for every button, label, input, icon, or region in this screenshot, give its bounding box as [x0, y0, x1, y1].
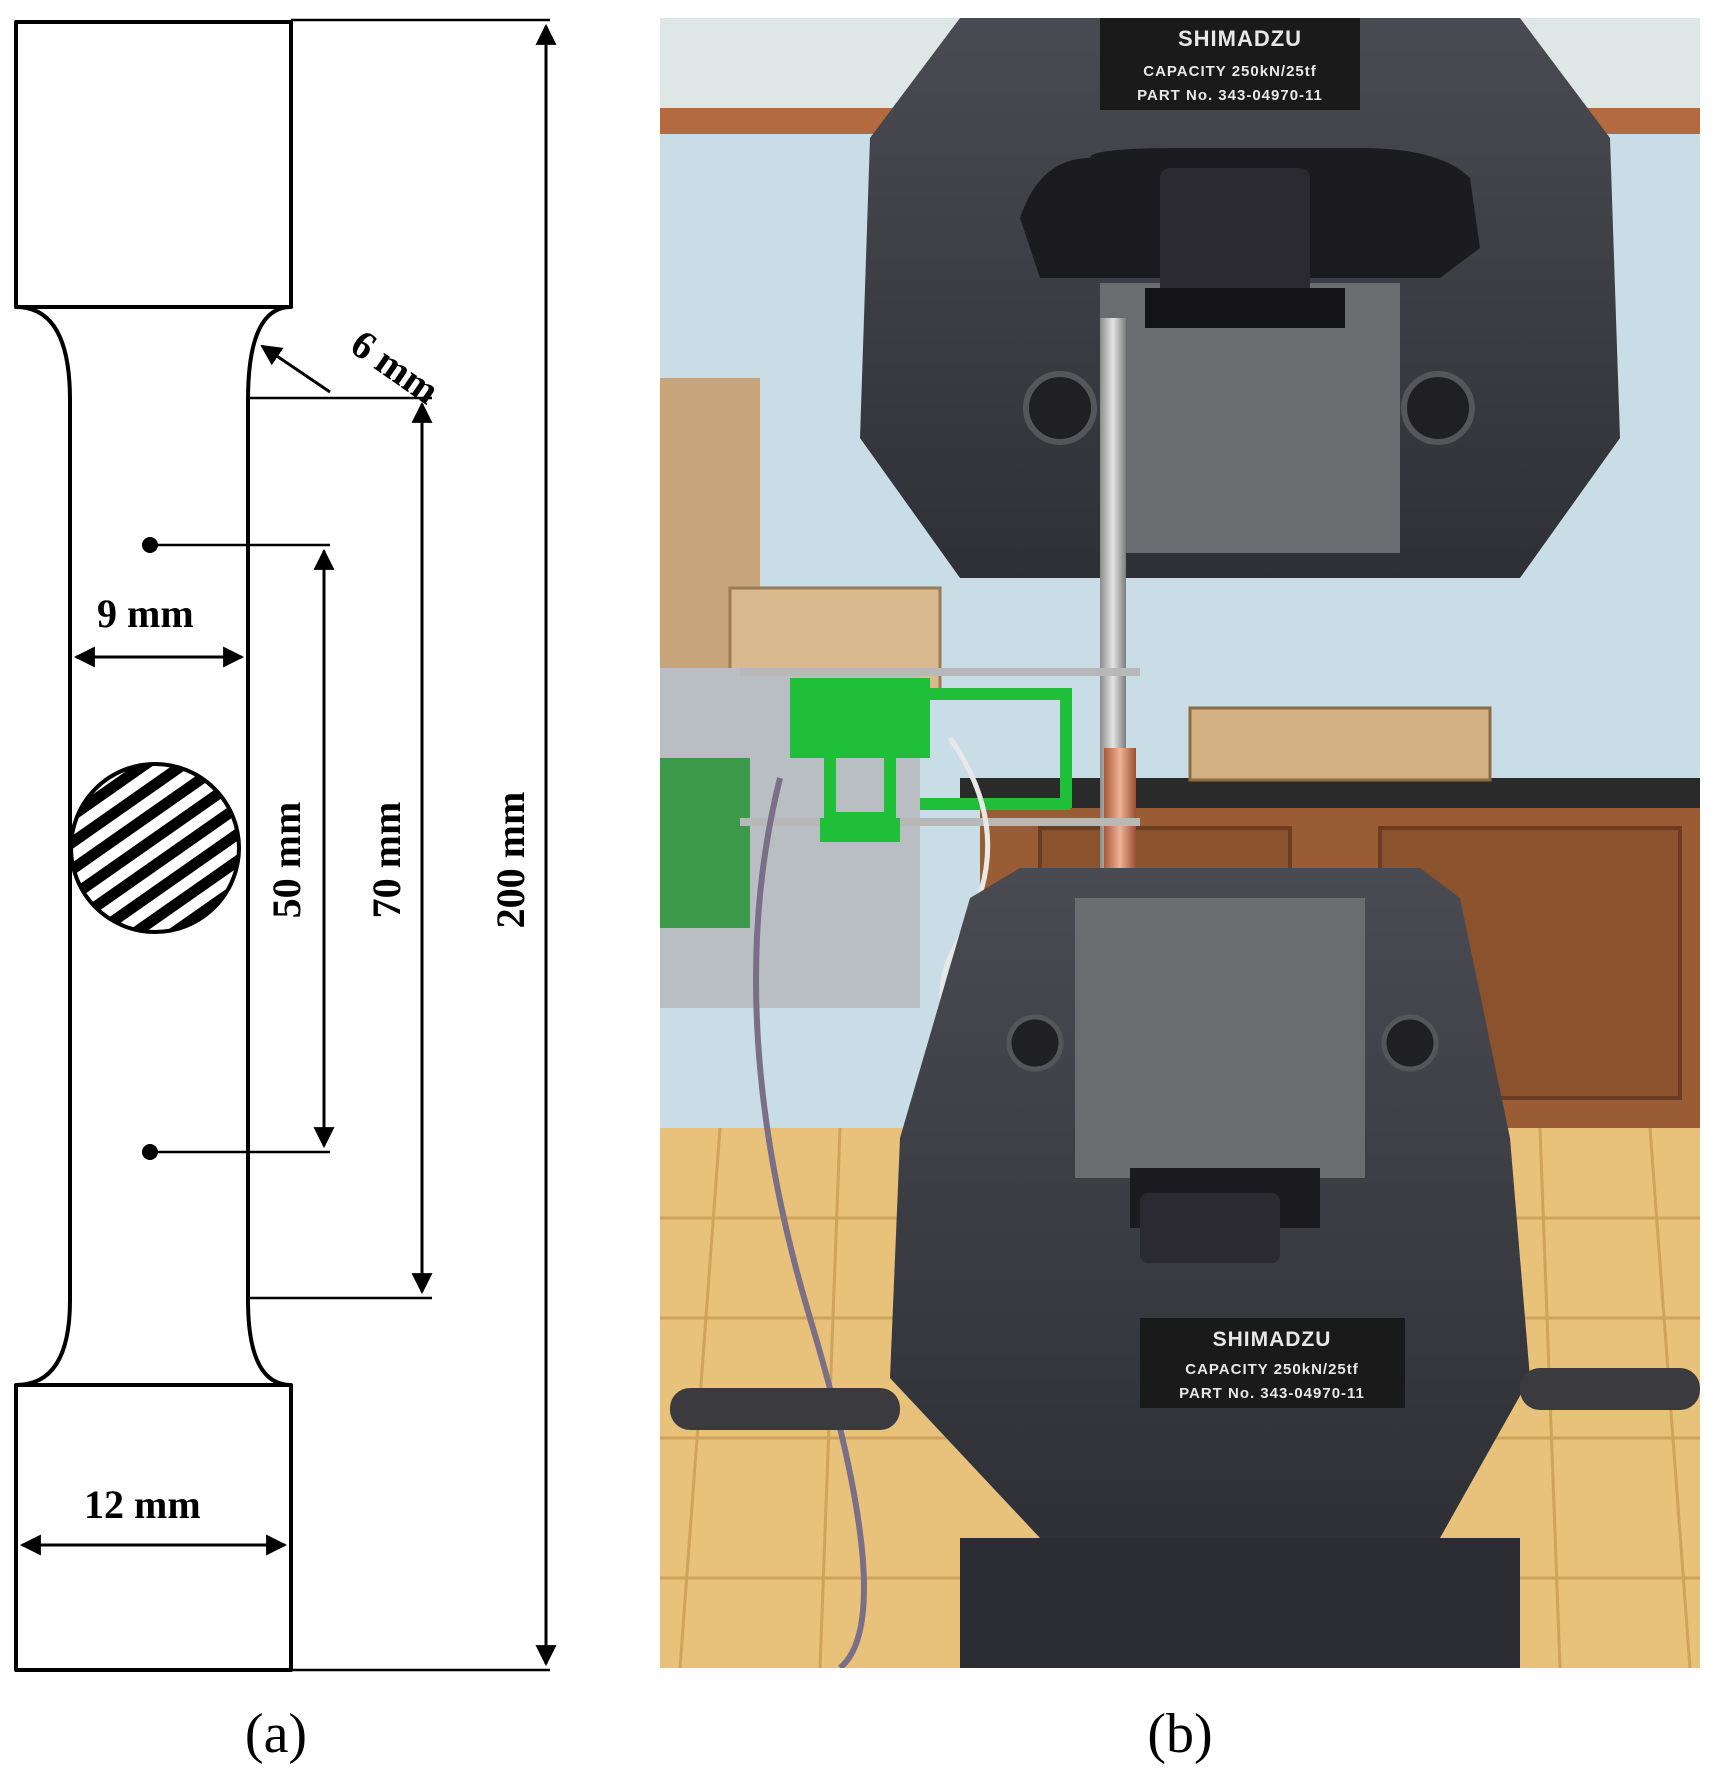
testing-machine-photo: SHIMADZU CAPACITY 250kN/25tf PART No. 34… — [660, 18, 1700, 1668]
label-gauge-width: 9 mm — [97, 591, 194, 636]
gauge-mark-bottom — [142, 1144, 158, 1160]
bottom-plate-part: PART No. 343-04970-11 — [1179, 1385, 1365, 1402]
label-total-length: 200 mm — [488, 792, 533, 929]
top-capacity-plate — [1100, 18, 1360, 110]
upper-bolt-right — [1401, 371, 1475, 445]
upper-bolt-left — [1023, 371, 1097, 445]
extensometer — [740, 668, 1140, 842]
lower-bolt-left — [1006, 1014, 1064, 1072]
dim-radius-arrow — [260, 344, 331, 394]
wooden-case — [1188, 706, 1492, 782]
label-grip-width: 12 mm — [84, 1482, 201, 1527]
bottom-plate-capacity: CAPACITY 250kN/25tf — [1185, 1361, 1359, 1378]
gauge-mark-top — [142, 537, 158, 553]
lower-jaw — [1075, 898, 1365, 1178]
lab-bench — [960, 778, 1700, 808]
specimen-outline — [14, 20, 293, 1672]
label-extensometer-length: 50 mm — [264, 802, 309, 919]
right-handle — [1520, 1368, 1700, 1410]
bottom-capacity-plate — [1140, 1318, 1405, 1408]
label-reduced-length: 70 mm — [364, 802, 409, 919]
bottom-plate-brand: SHIMADZU — [1213, 1328, 1332, 1351]
panel-label-b: (b) — [1147, 1703, 1212, 1765]
extension-lines — [150, 18, 550, 1672]
panel-label-a: (a) — [245, 1703, 307, 1765]
top-plate-capacity: CAPACITY 250kN/25tf — [1143, 63, 1317, 80]
lower-bolt-right — [1381, 1014, 1439, 1072]
top-plate-brand: SHIMADZU — [1178, 26, 1302, 51]
left-handle — [670, 1388, 900, 1430]
cross-section — [69, 762, 241, 934]
machine-base — [960, 1538, 1520, 1668]
top-plate-part: PART No. 343-04970-11 — [1137, 87, 1323, 104]
specimen-drawing: 6 mm 9 mm 12 mm 50 mm 70 mm 200 mm — [14, 18, 557, 1672]
cable — [753, 777, 867, 1668]
